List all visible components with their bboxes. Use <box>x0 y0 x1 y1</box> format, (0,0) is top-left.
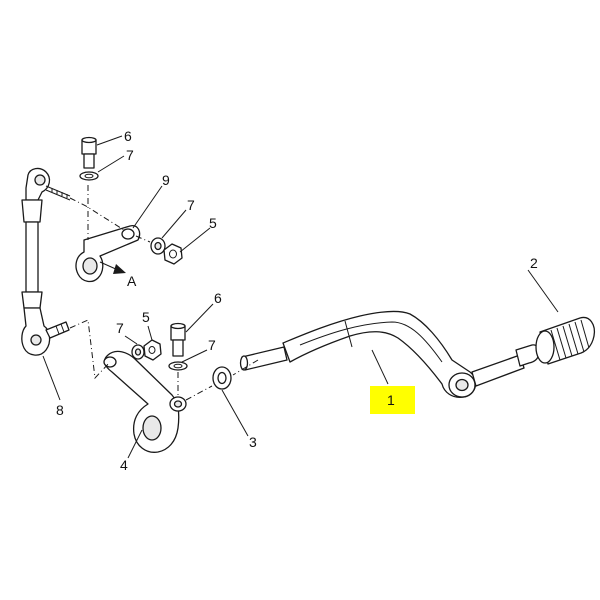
callout-2: 2 <box>530 255 538 271</box>
gear-lever <box>239 310 477 398</box>
washer-middle-left <box>131 344 145 360</box>
nut-upper-right <box>163 243 183 265</box>
pedal-peg-shaft <box>471 344 540 387</box>
middle-cap-screw <box>170 322 186 357</box>
callout-7-upper-mid: 7 <box>187 197 195 213</box>
callout-5-top: 5 <box>209 215 217 231</box>
callout-6-mid: 6 <box>214 290 222 306</box>
callout-7-mid-left: 7 <box>116 320 124 336</box>
callout-7-top: 7 <box>126 147 134 163</box>
lower-linkage-arm <box>103 350 187 453</box>
callout-1: 1 <box>387 392 395 408</box>
callout-highlight <box>370 386 415 414</box>
linkage-rod <box>21 167 71 356</box>
washer-3 <box>212 366 232 390</box>
upper-bracket <box>75 225 141 283</box>
middle-washer <box>168 361 188 371</box>
callout-8: 8 <box>56 402 64 418</box>
washer-upper-right <box>150 237 166 255</box>
callout-5-mid: 5 <box>142 309 150 325</box>
leader-lines <box>42 135 559 459</box>
callout-4: 4 <box>120 457 128 473</box>
view-arrow-a <box>99 261 126 274</box>
callout-9: 9 <box>162 172 170 188</box>
callout-7-mid-right: 7 <box>208 337 216 353</box>
upper-cap-screw <box>81 136 97 169</box>
callout-3: 3 <box>249 434 257 450</box>
upper-washer <box>79 171 99 181</box>
callout-view-a: A <box>127 273 137 289</box>
pedal-rubber <box>535 316 596 365</box>
callout-labels: 6 7 9 7 5 A 6 7 5 7 8 3 4 2 1 <box>56 128 538 473</box>
nut-middle <box>143 339 162 361</box>
callout-6-top: 6 <box>124 128 132 144</box>
